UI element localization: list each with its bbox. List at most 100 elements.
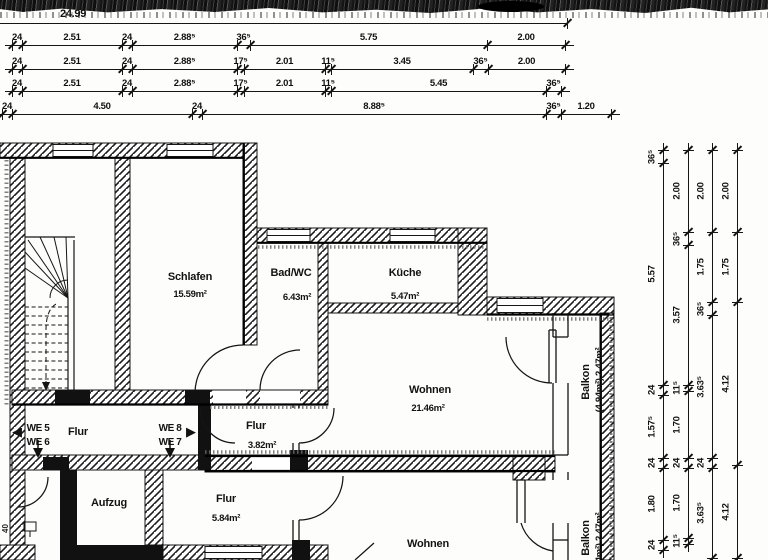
dim-guide	[473, 64, 474, 75]
dim-guide	[732, 232, 743, 233]
room-label-bad-wc: Bad/WC	[271, 267, 312, 279]
dim-line	[688, 143, 690, 552]
door-opening	[260, 390, 300, 405]
door-arc	[194, 344, 244, 394]
dim-segment-label: 11⁵	[321, 56, 335, 67]
dim-guide	[561, 86, 562, 97]
dim-segment-label: 1.20	[577, 101, 595, 112]
dim-line	[5, 45, 574, 47]
dim-segment-label: 36⁵	[236, 32, 251, 43]
door-swings	[17, 336, 554, 560]
dim-guide	[707, 150, 718, 151]
room-label-flur-corridor: Flur	[68, 426, 89, 438]
room-label-schlafen: Schlafen	[168, 271, 213, 283]
dim-segment-label: 8.88⁵	[363, 101, 385, 112]
door-arc	[298, 475, 344, 521]
door-leaf	[354, 542, 375, 560]
dim-segment-label: 2.51	[63, 32, 81, 43]
dim-guide	[658, 395, 669, 396]
dim-segment-label: 17⁵	[233, 78, 248, 89]
dim-guide	[325, 64, 326, 75]
scan-noise-band	[0, 0, 768, 13]
dim-guide	[22, 64, 23, 75]
unit-label-we8: WE 8	[159, 423, 183, 434]
dim-guide	[237, 86, 238, 97]
solid-walls	[43, 390, 310, 560]
room-label-wohnen-bottom: Wohnen	[407, 538, 449, 550]
dim-guide	[565, 64, 566, 75]
dim-guide	[331, 86, 332, 97]
window	[496, 298, 544, 313]
dim-guide	[683, 391, 694, 392]
dim-guide	[683, 538, 694, 539]
dim-segment-label: 2.01	[275, 56, 294, 67]
room-area-wohnen-top: 21.46m²	[411, 403, 444, 414]
wall-edges	[0, 143, 614, 560]
we5-we6-entry-arrow-icon: ◀	[12, 424, 22, 439]
dim-guide	[488, 64, 489, 75]
dim-segment-label: 2.88⁵	[173, 32, 196, 43]
dim-line	[5, 69, 574, 71]
unit-label-we5: WE 5	[27, 423, 51, 434]
window	[266, 229, 311, 242]
dim-guide	[732, 302, 743, 303]
dim-segment-label: 4.50	[93, 101, 111, 112]
room-label-flur-lower: Flur	[216, 493, 237, 505]
dim-guide	[237, 64, 238, 75]
dim-line	[737, 143, 739, 560]
door-arc	[520, 522, 554, 552]
dim-segment-label: 2.88⁵	[173, 78, 196, 89]
dim-guide	[683, 245, 694, 246]
we7-down-arrow-icon	[165, 440, 175, 458]
dim-segment-label: 2.01	[275, 78, 294, 89]
dim-guide	[658, 385, 669, 386]
dim-guide	[732, 150, 743, 151]
dim-guide	[2, 109, 3, 120]
dim-segment-label: 11⁵	[321, 78, 335, 89]
door-opening	[213, 390, 246, 405]
overall-dimension-label: 24.99	[60, 8, 87, 20]
dim-line	[712, 143, 714, 560]
window	[52, 144, 94, 157]
door-arc	[505, 336, 553, 384]
dim-guide	[683, 232, 694, 233]
dim-guide	[707, 558, 718, 559]
dim-guide	[202, 109, 203, 120]
dim-segment-label: 2.88⁵	[173, 56, 196, 67]
staircase	[24, 236, 75, 392]
room-area-balkon-bottom: (4.94m²) 2.47m²	[594, 513, 605, 560]
dim-guide	[132, 86, 133, 97]
dim-guide	[683, 468, 694, 469]
window	[389, 229, 436, 242]
dim-segment-label: 5.45	[429, 78, 448, 89]
unit-markers: ◀ WE 5 WE 6 WE 8 ▶ WE 7	[12, 423, 196, 458]
dim-segment-label: 24	[192, 101, 202, 112]
dim-guide	[132, 40, 133, 51]
dim-segment-label: 36⁵	[473, 56, 488, 67]
scan-noise-fade	[0, 12, 768, 18]
room-label-wohnen-top: Wohnen	[409, 384, 451, 396]
window	[204, 546, 263, 559]
dim-guide	[22, 86, 23, 97]
balcony-walls	[292, 313, 569, 560]
dim-segment-label: 36⁵	[546, 78, 561, 89]
dim-guide	[707, 468, 718, 469]
dim-guide	[707, 302, 718, 303]
dim-guide	[658, 458, 669, 459]
dim-segment-label: 2.51	[63, 78, 81, 89]
dim-guide	[658, 540, 669, 541]
room-area-balkon-top: (4.94m²) 2.47m²	[594, 348, 605, 413]
dim-guide	[658, 550, 669, 551]
dim-segment-label: 2.51	[63, 56, 81, 67]
door-arc	[17, 476, 49, 508]
dim-guide	[22, 40, 23, 51]
scan-speckle	[4, 160, 613, 558]
dim-guide	[567, 18, 568, 29]
room-labels: Schlafen 15.59m² Bad/WC 6.43m² Küche 5.4…	[68, 267, 605, 560]
dim-guide	[732, 558, 743, 559]
dim-guide	[707, 315, 718, 316]
room-label-balkon-top: Balkon	[580, 364, 592, 400]
window	[166, 144, 214, 157]
dim-guide	[683, 544, 694, 545]
dim-guide	[325, 86, 326, 97]
